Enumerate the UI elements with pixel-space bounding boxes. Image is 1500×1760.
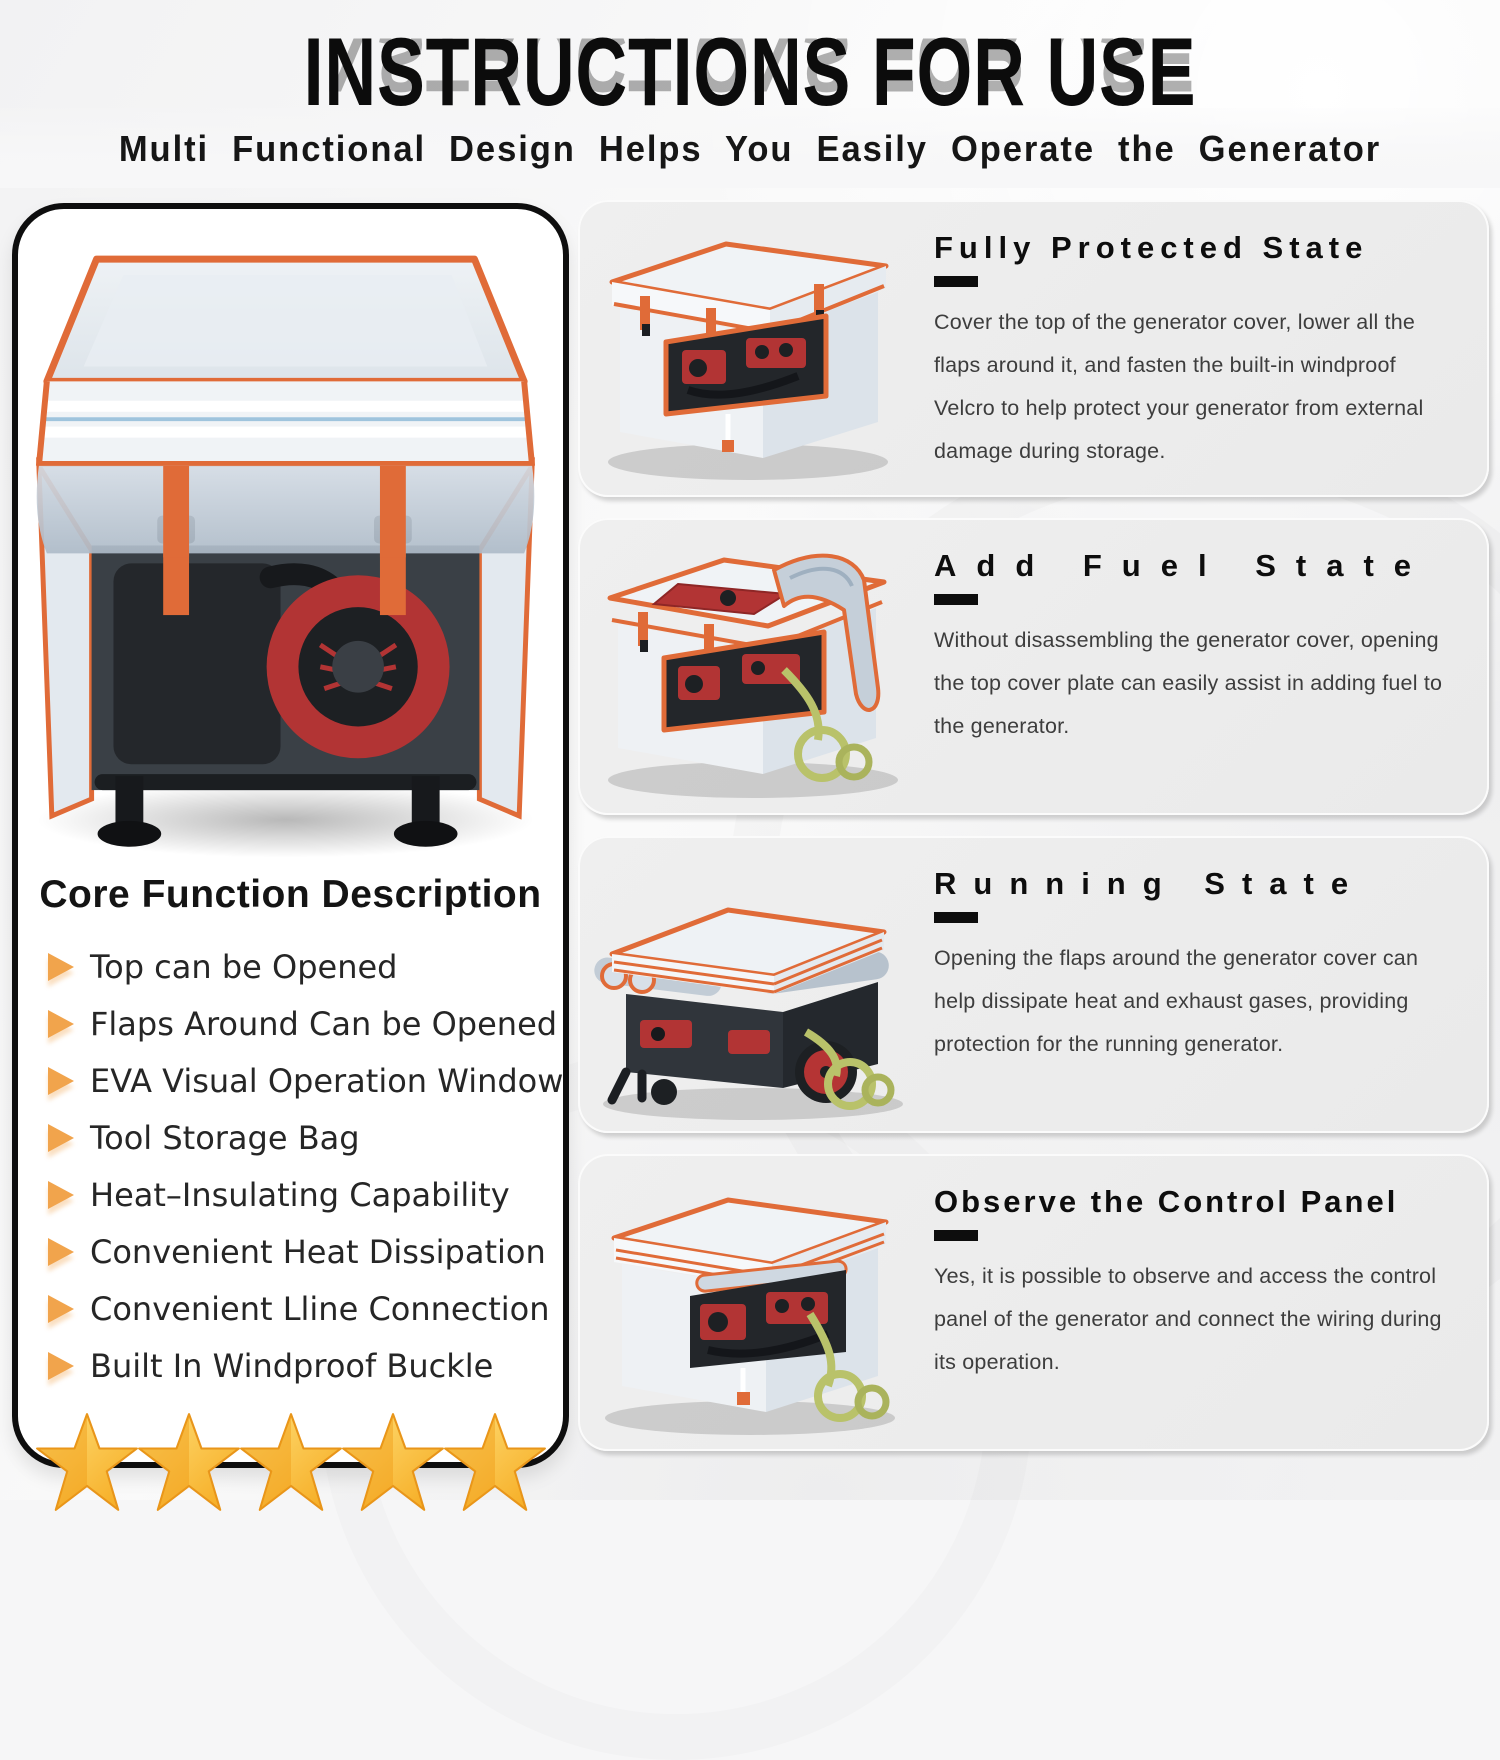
reflection-fade xyxy=(0,108,1500,188)
feature-label: Flaps Around Can be Opened xyxy=(90,1005,558,1043)
feature-item: Tool Storage Bag xyxy=(48,1110,553,1167)
star-icon xyxy=(35,1413,138,1511)
triangle-arrow-icon xyxy=(48,1295,74,1323)
feature-label: EVA Visual Operation Window xyxy=(90,1062,564,1100)
section-text: Add Fuel State Without disassembling the… xyxy=(930,518,1489,815)
heading-underline-bar xyxy=(934,594,978,605)
fully-protected-illustration xyxy=(578,200,930,497)
state-sections: Fully Protected State Cover the top of t… xyxy=(578,200,1489,1472)
five-star-rating xyxy=(35,1410,546,1514)
section-text: Fully Protected State Cover the top of t… xyxy=(930,200,1489,497)
feature-item: Convenient Lline Connection xyxy=(48,1281,553,1338)
triangle-arrow-icon xyxy=(48,1010,74,1038)
feature-label: Heat–Insulating Capability xyxy=(90,1176,510,1214)
feature-item: Heat–Insulating Capability xyxy=(48,1167,553,1224)
section-running: Running State Opening the flaps around t… xyxy=(578,836,1489,1133)
feature-item: EVA Visual Operation Window xyxy=(48,1053,563,1110)
section-observe-control-panel: Observe the Control Panel Yes, it is pos… xyxy=(578,1154,1489,1451)
star-icon xyxy=(341,1413,444,1511)
triangle-arrow-icon xyxy=(48,953,74,981)
heading-underline-bar xyxy=(934,1230,978,1241)
star-icon xyxy=(239,1413,342,1511)
left-feature-panel: Core Function Description Top can be Ope… xyxy=(12,203,569,1511)
feature-label: Built In Windproof Buckle xyxy=(90,1347,494,1385)
star-icon xyxy=(443,1413,546,1511)
section-text: Observe the Control Panel Yes, it is pos… xyxy=(930,1154,1489,1451)
section-body: Opening the flaps around the generator c… xyxy=(934,946,1419,1056)
feature-label: Convenient Heat Dissipation xyxy=(90,1233,546,1271)
page-title: INSTRUCTIONS FOR USE xyxy=(303,19,1197,127)
section-body: Yes, it is possible to observe and acces… xyxy=(934,1264,1442,1374)
feature-label: Tool Storage Bag xyxy=(90,1119,360,1157)
section-heading: Observe the Control Panel xyxy=(934,1184,1399,1219)
feature-item: Flaps Around Can be Opened xyxy=(48,996,557,1053)
observe-control-panel-illustration xyxy=(578,1154,930,1451)
triangle-arrow-icon xyxy=(48,1067,74,1095)
section-body: Cover the top of the generator cover, lo… xyxy=(934,310,1424,463)
section-heading: Add Fuel State xyxy=(934,548,1432,583)
feature-item: Convenient Heat Dissipation xyxy=(48,1224,553,1281)
running-state-illustration xyxy=(578,836,930,1133)
feature-label: Top can be Opened xyxy=(90,948,398,986)
generator-cover-open-photo xyxy=(35,255,536,858)
section-heading: Fully Protected State xyxy=(934,230,1369,265)
core-function-heading: Core Function Description xyxy=(39,873,542,916)
feature-list: Top can be Opened Flaps Around Can be Op… xyxy=(48,939,563,1395)
triangle-arrow-icon xyxy=(48,1352,74,1380)
heading-underline-bar xyxy=(934,276,978,287)
feature-label: Convenient Lline Connection xyxy=(90,1290,550,1328)
triangle-arrow-icon xyxy=(48,1181,74,1209)
triangle-arrow-icon xyxy=(48,1124,74,1152)
feature-item: Built In Windproof Buckle xyxy=(48,1338,553,1395)
section-fully-protected: Fully Protected State Cover the top of t… xyxy=(578,200,1489,497)
section-text: Running State Opening the flaps around t… xyxy=(930,836,1489,1133)
section-add-fuel: Add Fuel State Without disassembling the… xyxy=(578,518,1489,815)
section-body: Without disassembling the generator cove… xyxy=(934,628,1443,738)
instructions-infographic: INSTRUCTIONS FOR USE INSTRUCTIONS FOR US… xyxy=(0,0,1500,1511)
add-fuel-illustration xyxy=(578,518,930,815)
feature-item: Top can be Opened xyxy=(48,939,553,996)
header: INSTRUCTIONS FOR USE INSTRUCTIONS FOR US… xyxy=(0,0,1500,190)
star-icon xyxy=(137,1413,240,1511)
page-subtitle: Multi Functional Design Helps You Easily… xyxy=(118,128,1382,169)
section-heading: Running State xyxy=(934,866,1366,901)
triangle-arrow-icon xyxy=(48,1238,74,1266)
heading-underline-bar xyxy=(934,912,978,923)
